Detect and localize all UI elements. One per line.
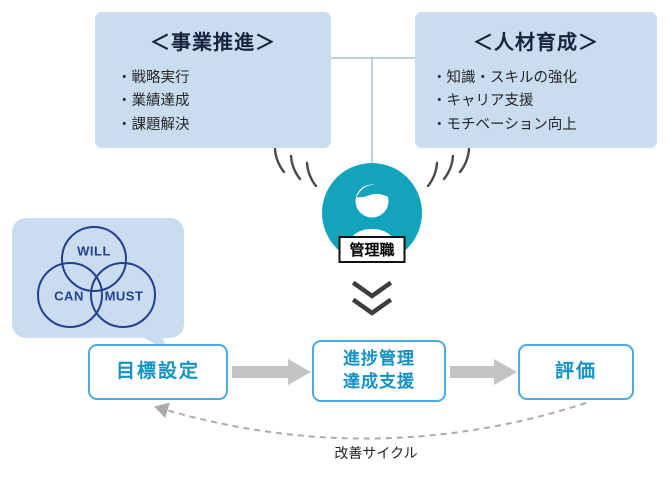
step-label-line1: 進捗管理 — [343, 349, 415, 369]
down-chevrons-icon — [351, 280, 393, 316]
cycle-label: 改善サイクル — [330, 443, 422, 463]
flow-arrow-2 — [450, 359, 517, 385]
list-item: ・戦略実行 — [117, 70, 190, 86]
list-item: ・業績達成 — [117, 93, 190, 110]
step-evaluation: 評価 — [518, 344, 634, 400]
list-item: ・課題解決 — [117, 116, 190, 133]
must-circle — [90, 262, 156, 328]
step-progress-management: 進捗管理 達成支援 — [312, 340, 446, 402]
emphasis-marks-right-icon — [426, 147, 471, 188]
panel-connector-line — [330, 57, 415, 163]
business-promotion-list: ・戦略実行 ・業績達成 ・課題解決 — [95, 67, 331, 137]
will-label: WILL — [77, 243, 111, 259]
hr-development-title: ＜人材育成＞ — [473, 32, 599, 54]
manager-label: 管理職 — [338, 236, 406, 263]
step-goal-setting: 目標設定 — [88, 344, 228, 400]
will-can-must-bubble: WILL CAN MUST — [12, 218, 184, 338]
can-label: CAN — [54, 288, 84, 304]
step-label: 評価 — [554, 361, 597, 383]
emphasis-marks-left-icon — [273, 147, 318, 188]
business-promotion-panel: ＜事業推進＞ ・戦略実行 ・業績達成 ・課題解決 — [95, 12, 331, 148]
hr-development-panel: ＜人材育成＞ ・知識・スキルの強化 ・キャリア支援 ・モチベーション向上 — [415, 12, 657, 148]
list-item: ・キャリア支援 — [432, 93, 534, 110]
business-promotion-title: ＜事業推進＞ — [150, 32, 276, 54]
hr-development-list: ・知識・スキルの強化 ・キャリア支援 ・モチベーション向上 — [415, 67, 657, 137]
list-item: ・モチベーション向上 — [432, 116, 577, 133]
step-label: 目標設定 — [115, 361, 200, 383]
flow-arrow-1 — [232, 359, 311, 385]
must-label: MUST — [104, 288, 144, 304]
cycle-arrow — [154, 402, 587, 440]
step-label-line2: 達成支援 — [343, 372, 415, 391]
list-item: ・知識・スキルの強化 — [432, 70, 577, 86]
